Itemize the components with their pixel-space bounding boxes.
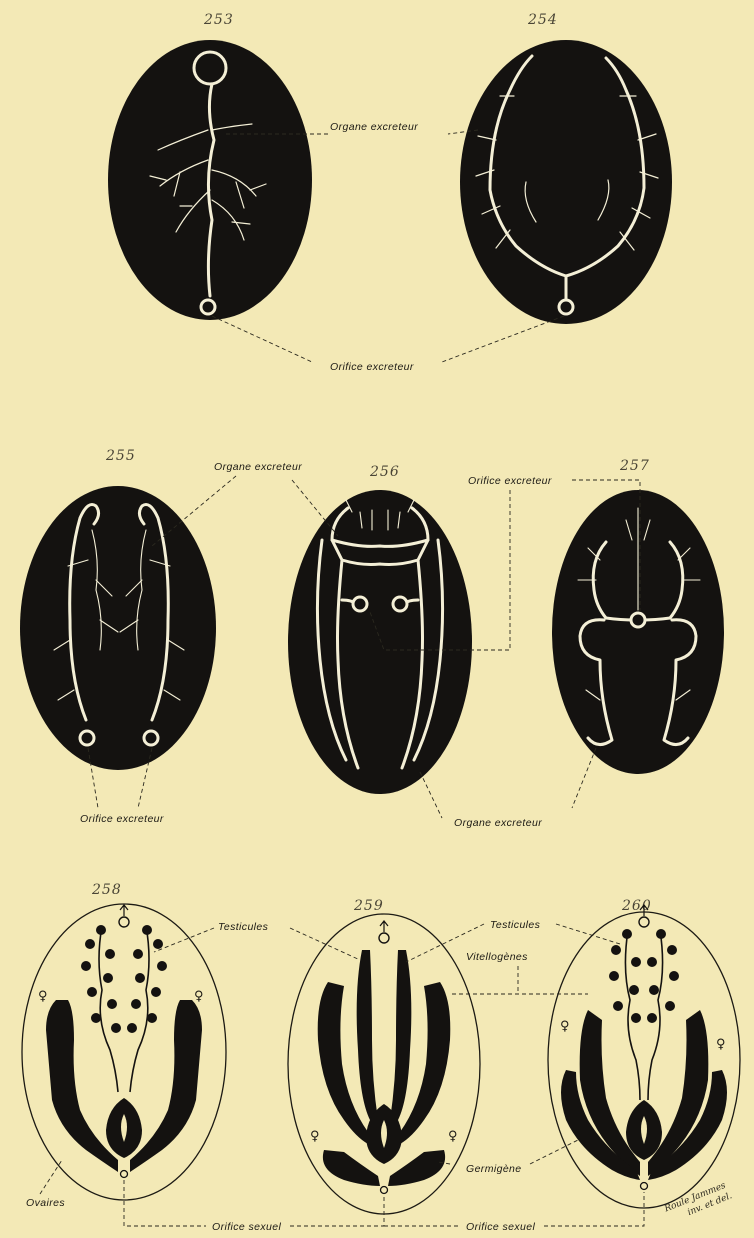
body-ellipse-256 [288, 490, 472, 794]
figure-256 [288, 490, 472, 794]
figure-254 [460, 40, 672, 324]
body-ellipse-255 [20, 486, 216, 770]
figure-259 [288, 914, 480, 1214]
label-orifice-sexuel-right: Orifice sexuel [466, 1221, 535, 1233]
figure-257 [552, 490, 724, 774]
label-organe-excreteur-mid: Organe excreteur [214, 461, 302, 473]
female-symbol-258-right: ♀ [194, 989, 204, 1004]
figure-number-256: 256 [369, 464, 400, 480]
body-outline-259 [288, 914, 480, 1214]
female-symbol-259-left: ♀ [310, 1129, 320, 1144]
figure-number-254: 254 [527, 12, 558, 28]
figure-255 [20, 486, 216, 770]
label-vitellogenes: Vitellogènes [466, 951, 528, 963]
label-orifice-sexuel-left: Orifice sexuel [212, 1221, 281, 1233]
figure-number-259: 259 [353, 898, 384, 914]
body-outline-260 [548, 912, 740, 1208]
label-ovaires: Ovaires [26, 1197, 65, 1209]
signature: Roule Jammes inv. et del. [662, 1180, 733, 1226]
label-germigene: Germigène [466, 1163, 522, 1175]
label-organe-excreteur-bottom: Organe excreteur [454, 817, 542, 829]
figure-number-255: 255 [105, 448, 136, 464]
figure-260 [548, 905, 740, 1208]
label-organe-excreteur-top: Organe excreteur [330, 121, 418, 133]
label-testicules-left: Testicules [218, 921, 269, 933]
female-symbol-260-right: ♀ [716, 1037, 726, 1052]
female-symbol-259-right: ♀ [448, 1129, 458, 1144]
female-symbol-260-left: ♀ [560, 1019, 570, 1034]
label-testicules-right: Testicules [490, 919, 541, 931]
figure-number-253: 253 [203, 12, 234, 28]
label-orifice-excreteur-top: Orifice excreteur [330, 361, 414, 373]
figure-253 [108, 40, 312, 320]
label-orifice-excreteur-left: Orifice excreteur [80, 813, 164, 825]
label-orifice-excreteur-mid: Orifice excreteur [468, 475, 552, 487]
figure-258 [22, 904, 226, 1200]
female-symbol-258-left: ♀ [38, 989, 48, 1004]
figure-number-257: 257 [619, 458, 650, 474]
figure-number-258: 258 [91, 882, 122, 898]
